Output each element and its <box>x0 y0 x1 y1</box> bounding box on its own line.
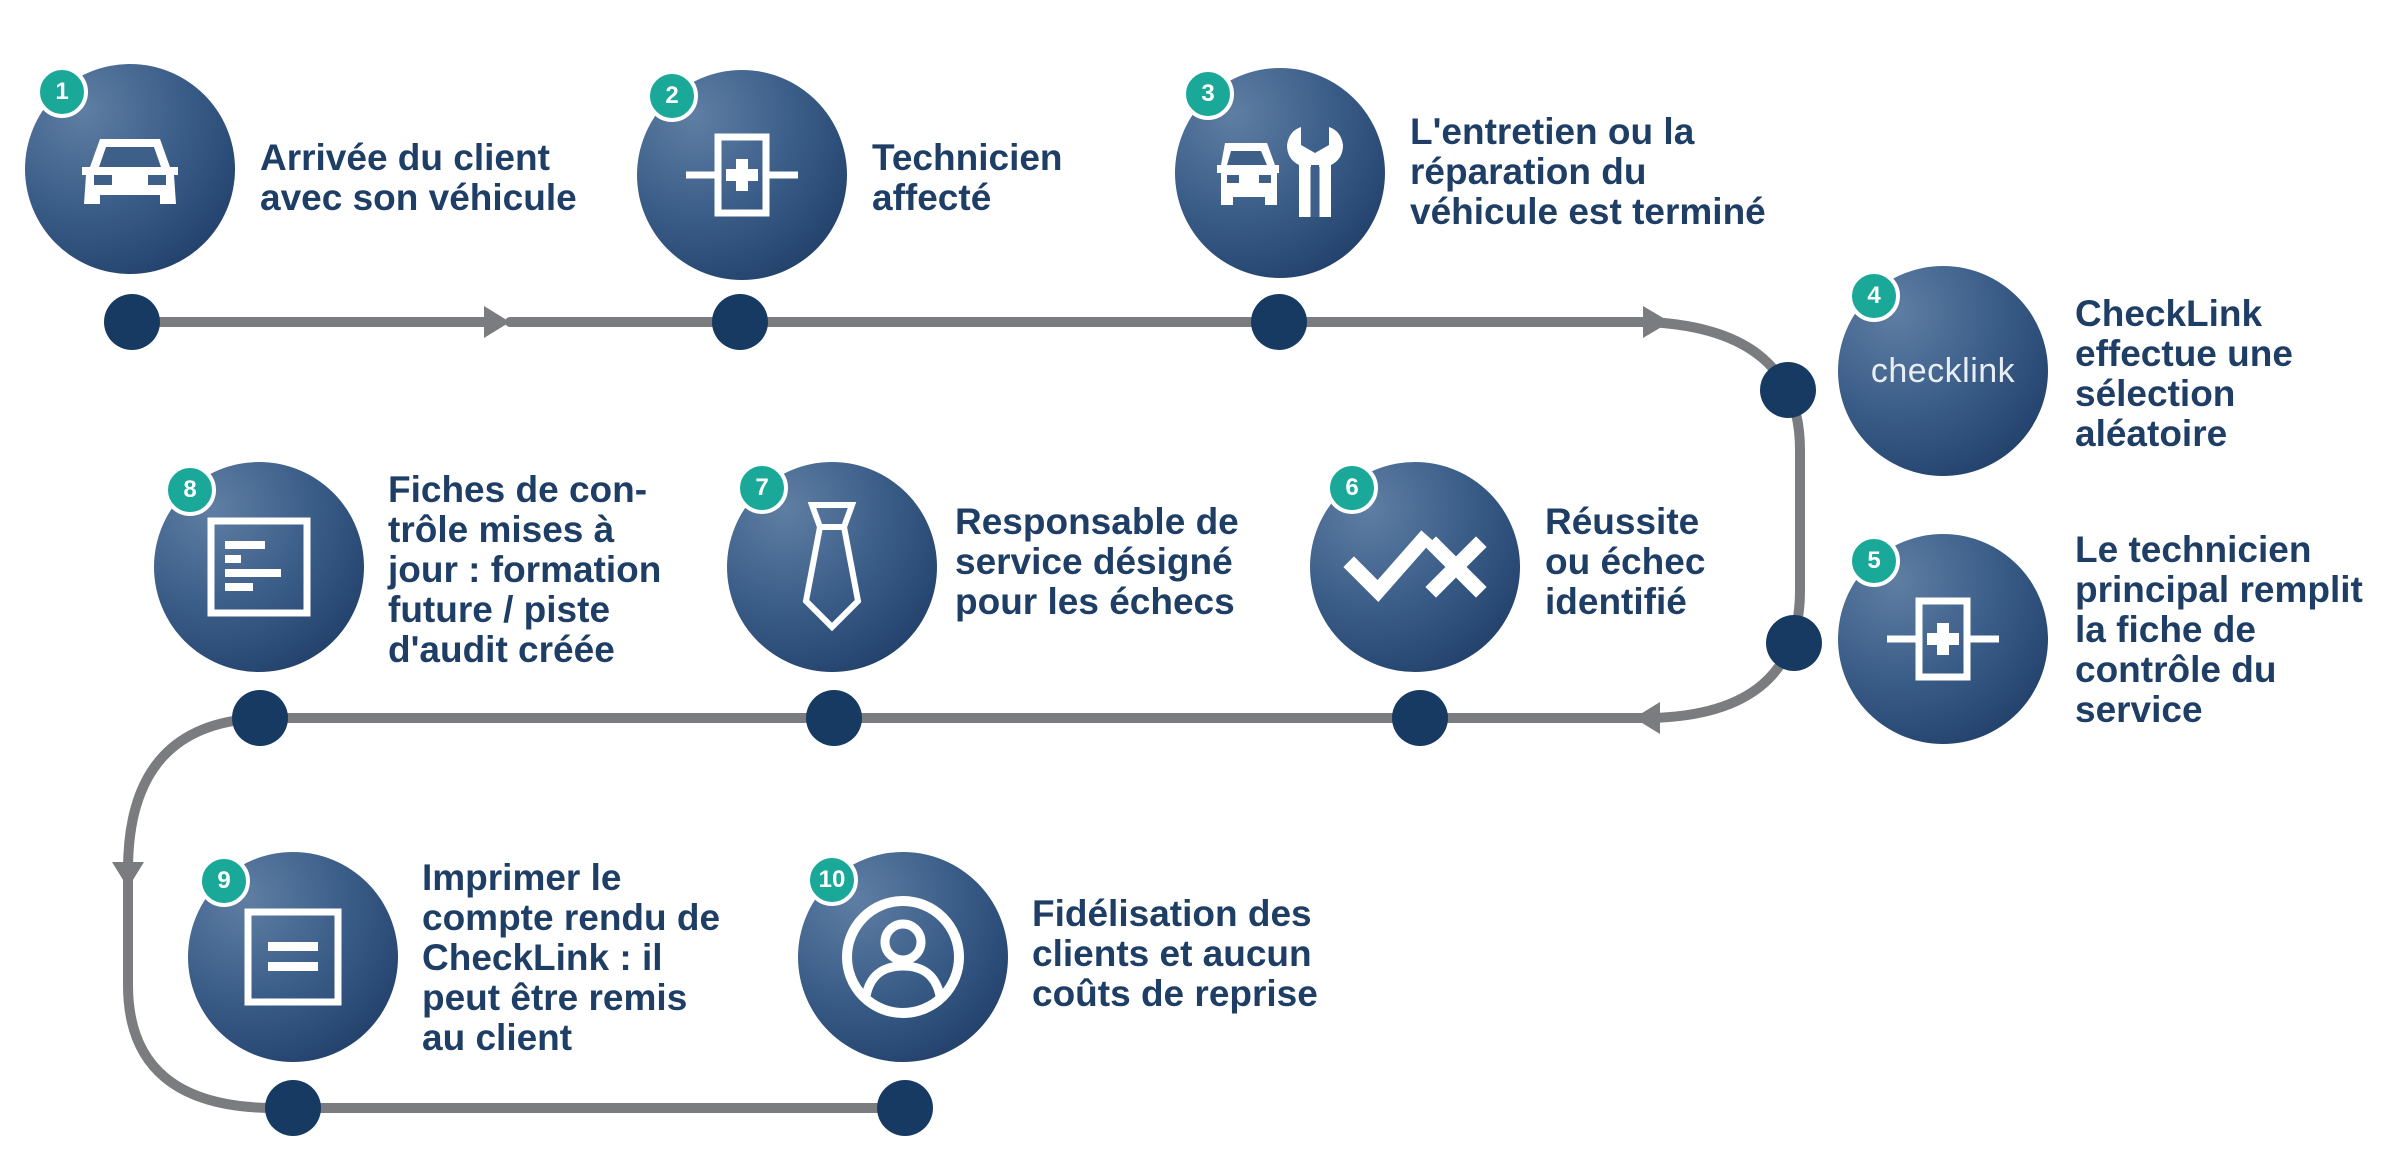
step-6-label: Réussite ou échec identifié <box>1545 501 1706 622</box>
step-number: 9 <box>217 867 231 894</box>
step-number: 5 <box>1867 547 1881 574</box>
step-number: 1 <box>55 78 69 105</box>
step-3-number-badge: 3 <box>1182 68 1234 120</box>
car-wrench-icon <box>1217 127 1343 217</box>
timeline-node <box>877 1080 933 1136</box>
step-5-number-badge: 5 <box>1848 535 1900 587</box>
step-number: 8 <box>183 476 197 503</box>
form-document-icon <box>207 517 311 617</box>
timeline-node <box>806 690 862 746</box>
step-1-label: Arrivée du client avec son véhicule <box>260 137 577 218</box>
step-9-label: Imprimer le compte rendu de CheckLink : … <box>422 857 721 1058</box>
step-9-number-badge: 9 <box>198 855 250 907</box>
timeline-node <box>104 294 160 350</box>
step-6-number-badge: 6 <box>1326 462 1378 514</box>
step-5-label: Le technicien principal remplit la fiche… <box>2075 529 2363 730</box>
step-number: 10 <box>818 866 846 893</box>
technician-badge-icon <box>686 133 798 217</box>
arrow-head <box>1643 306 1670 338</box>
step-3-label: L'entretien ou la réparation du véhicule… <box>1410 111 1766 232</box>
step-7-number-badge: 7 <box>736 462 788 514</box>
arrow-head <box>112 862 144 888</box>
step-number: 2 <box>665 82 679 109</box>
step-1-number-badge: 1 <box>36 66 88 118</box>
step-4-number-badge: 4 <box>1848 270 1900 322</box>
timeline-node <box>232 690 288 746</box>
step-2-number-badge: 2 <box>646 70 698 122</box>
timeline-node <box>1251 294 1307 350</box>
arrow-head <box>1634 702 1660 734</box>
customer-profile-icon <box>842 896 964 1018</box>
step-8-number-badge: 8 <box>164 464 216 516</box>
report-document-icon <box>244 908 342 1006</box>
timeline-node <box>265 1080 321 1136</box>
checklink-logo: checklink <box>1870 351 2016 390</box>
car-icon <box>82 139 178 204</box>
timeline-node <box>1392 690 1448 746</box>
step-2-label: Technicien affecté <box>872 137 1063 218</box>
step-number: 6 <box>1345 474 1359 501</box>
check-cross-icon <box>1343 530 1487 602</box>
step-7-label: Responsable de service désigné pour les … <box>955 501 1239 622</box>
tie-icon <box>802 502 862 632</box>
timeline-node <box>1760 362 1816 418</box>
step-10-number-badge: 10 <box>806 854 858 906</box>
step-4-label: CheckLink effectue une sélection aléatoi… <box>2075 293 2293 454</box>
arrow-head <box>484 306 510 338</box>
step-8-label: Fiches de con- trôle mises à jour : form… <box>388 469 662 670</box>
timeline-node <box>712 294 768 350</box>
step-number: 7 <box>755 474 769 501</box>
step-number: 3 <box>1201 80 1215 107</box>
step-number: 4 <box>1867 282 1881 309</box>
step-10-label: Fidélisation des clients et aucun coûts … <box>1032 893 1318 1014</box>
timeline-node <box>1766 615 1822 671</box>
technician-badge-icon <box>1887 597 1999 681</box>
